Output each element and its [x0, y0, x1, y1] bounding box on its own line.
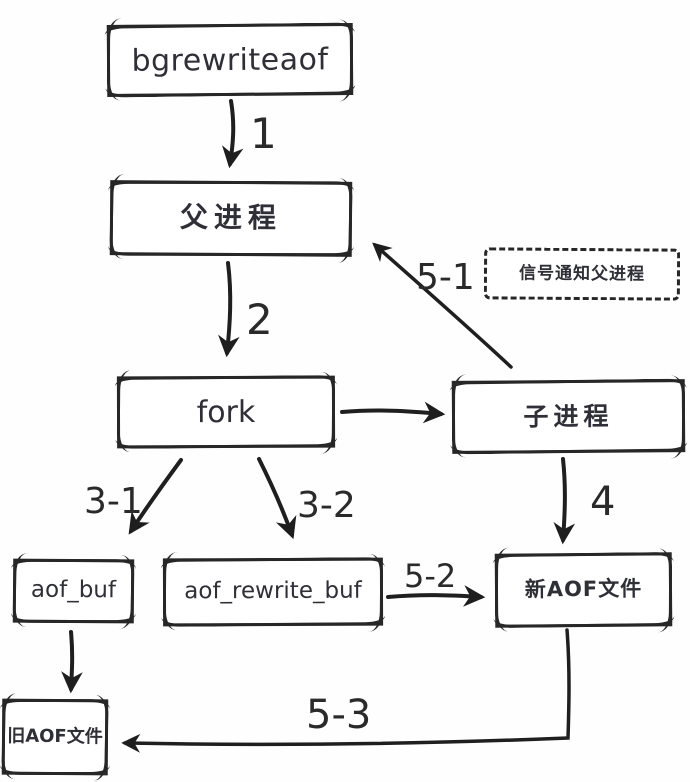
node-old-aof-file-label: 旧AOF文件 [7, 725, 103, 748]
node-fork-label: fork [196, 394, 256, 430]
node-parent-process-label: 父进程 [179, 200, 283, 235]
node-child-process: 子进程 [451, 379, 686, 454]
edge-step4-arrow [553, 457, 576, 545]
edge-label-step1: 1 [250, 109, 277, 158]
edge-aofbuf-oldaof-arrow [61, 630, 83, 694]
edge-step3-1-arrow [128, 458, 183, 535]
edge-label-step5-1: 5-1 [416, 257, 475, 298]
node-signal-notify-parent-label: 信号通知父进程 [518, 263, 646, 285]
edge-label-step2: 2 [246, 295, 273, 344]
node-bgrewriteaof-label: bgrewriteaof [131, 41, 329, 79]
node-aof-buf-label: aof_buf [30, 577, 117, 604]
node-parent-process: 父进程 [109, 180, 353, 257]
edge-label-step3-2: 3-2 [297, 485, 356, 526]
node-fork: fork [116, 375, 336, 449]
node-aof-rewrite-buf: aof_rewrite_buf [162, 557, 384, 627]
node-old-aof-file: 旧AOF文件 [1, 698, 109, 776]
edge-label-step3-1: 3-1 [84, 481, 143, 522]
edge-label-step5-2: 5-2 [404, 557, 456, 595]
node-signal-notify-parent: 信号通知父进程 [483, 247, 681, 301]
node-bgrewriteaof: bgrewriteaof [106, 23, 354, 97]
edge-step5-2-arrow [386, 585, 486, 607]
edge-step1-arrow [222, 99, 244, 169]
edge-step3-2-arrow [257, 457, 297, 540]
node-child-process-label: 子进程 [523, 401, 614, 432]
node-aof-buf: aof_buf [12, 558, 135, 624]
node-aof-rewrite-buf-label: aof_rewrite_buf [184, 578, 362, 605]
node-new-aof-file-label: 新AOF文件 [524, 576, 643, 602]
edge-step5-3-arrow [121, 628, 571, 753]
edge-label-step5-3: 5-3 [306, 692, 371, 738]
edge-label-step4: 4 [590, 479, 615, 525]
edge-step2-arrow [218, 261, 240, 358]
node-new-aof-file: 新AOF文件 [494, 552, 673, 628]
edge-fork-child-arrow [340, 401, 446, 424]
